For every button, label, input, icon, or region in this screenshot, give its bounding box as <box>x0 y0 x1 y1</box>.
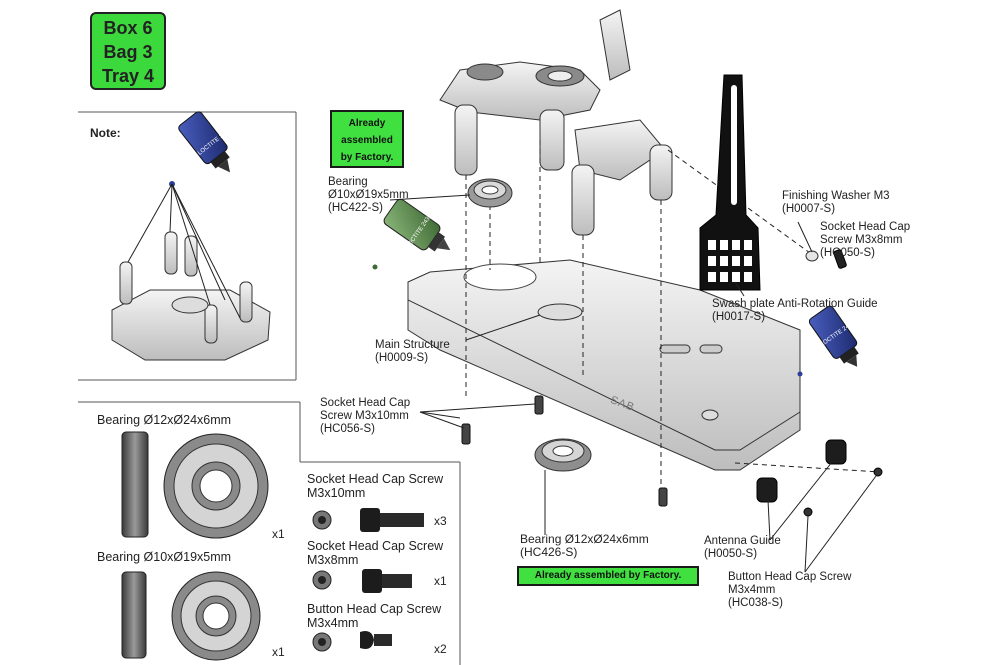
callout-swash-guide-line1: Swash plate Anti-Rotation Guide <box>712 298 878 310</box>
factory-note-top: Already assembled by Factory. <box>330 110 404 168</box>
hw-screw-m3x10-title1: Socket Head Cap Screw <box>307 472 444 486</box>
callout-swash-guide: Swash plate Anti-Rotation Guide (H0017-S… <box>712 298 878 324</box>
hw-bearing-12-qty: x1 <box>272 527 285 541</box>
callout-finishing-washer: Finishing Washer M3 (H0007-S) <box>782 190 890 216</box>
note-panel-frame <box>78 111 297 381</box>
callout-finishing-washer-line1: Finishing Washer M3 <box>782 190 890 202</box>
hw-bearing-12-face <box>163 433 269 539</box>
factory-note-bottom: Already assembled by Factory. <box>517 566 699 586</box>
callout-antenna-guide: Antenna Guide (H0050-S) <box>704 535 781 561</box>
washer-screw-right <box>805 249 847 269</box>
callout-bearing-bottom-line2: (HC426-S) <box>520 545 578 559</box>
hw-screw-m3x8-title: Socket Head Cap Screw M3x8mm <box>307 539 443 567</box>
callout-socket-m3x8-line2: Screw M3x8mm <box>820 234 903 246</box>
callout-swash-guide-line2: (H0017-S) <box>712 311 766 323</box>
hw-screw-button-qty: x2 <box>434 642 447 656</box>
bag-label: Bag 3 <box>103 42 153 62</box>
swash-guide-part <box>699 74 761 291</box>
hw-bearing-10-qty: x1 <box>272 645 285 659</box>
callout-socket-m3x8-line1: Socket Head Cap <box>820 221 911 233</box>
upper-structure-drawing <box>439 9 673 236</box>
m3x10-screws <box>461 395 668 507</box>
callout-bearing-top-line2: Ø10xØ19x5mm <box>328 189 409 201</box>
callout-bearing-top-line1: Bearing <box>328 176 368 188</box>
loctite-bottle-right-icon <box>797 305 859 377</box>
hw-screw-m3x8-title2: M3x8mm <box>307 553 359 567</box>
callout-bearing-bottom: Bearing Ø12xØ24x6mm (HC426-S) <box>520 533 649 559</box>
callout-socket-m3x10-line3: (HC056-S) <box>320 423 375 435</box>
callout-antenna-guide-line1: Antenna Guide <box>704 535 781 547</box>
note-frame-drawing <box>111 183 271 361</box>
bearing-bottom-part <box>534 438 592 472</box>
callout-button-m3x4-line1: Button Head Cap Screw <box>728 571 852 583</box>
callout-main-structure: Main Structure (H0009-S) <box>375 339 450 365</box>
factory-note-top-line2: assembled <box>341 135 393 146</box>
hw-bearing-10-face <box>171 571 261 661</box>
callout-button-m3x4-line3: (HC038-S) <box>728 597 783 609</box>
hw-screw-m3x10-icon <box>312 508 424 532</box>
callout-socket-m3x10-line1: Socket Head Cap <box>320 397 411 409</box>
hw-screw-button-icon <box>312 631 392 652</box>
callout-socket-m3x10: Socket Head Cap Screw M3x10mm (HC056-S) <box>320 397 410 436</box>
hw-screw-m3x10-qty: x3 <box>434 514 447 528</box>
callout-bearing-bottom-line1: Bearing Ø12xØ24x6mm <box>520 532 649 546</box>
hw-bearing-10-title: Bearing Ø10xØ19x5mm <box>97 550 232 564</box>
callout-finishing-washer-line2: (H0007-S) <box>782 203 836 215</box>
callout-socket-m3x8: Socket Head Cap Screw M3x8mm (HC050-S) <box>820 221 910 260</box>
hw-bearing-12-title: Bearing Ø12xØ24x6mm <box>97 413 232 427</box>
hw-screw-button-title2: M3x4mm <box>307 616 359 630</box>
callout-socket-m3x8-line3: (HC050-S) <box>820 247 875 259</box>
alignment-lines <box>465 140 881 490</box>
callout-socket-m3x10-line2: Screw M3x10mm <box>320 410 409 422</box>
box-label: Box 6 <box>103 18 153 38</box>
hw-screw-m3x10-title2: M3x10mm <box>307 486 366 500</box>
bearing-top-part <box>467 178 513 208</box>
callout-main-structure-line2: (H0009-S) <box>375 352 429 364</box>
loctite-bottle-mid-icon <box>372 198 451 270</box>
hw-bearing-12-side <box>121 431 149 538</box>
hardware-list-frame <box>78 401 461 665</box>
callout-bearing-top-line3: (HC422-S) <box>328 202 383 214</box>
hw-screw-m3x8-title1: Socket Head Cap Screw <box>307 539 444 553</box>
box-bag-tray-tag: Box 6 Bag 3 Tray 4 <box>90 12 166 90</box>
hw-screw-m3x10-title: Socket Head Cap Screw M3x10mm <box>307 472 443 500</box>
antenna-guide-parts <box>756 439 883 517</box>
note-title: Note: <box>90 126 121 140</box>
callout-button-m3x4: Button Head Cap Screw M3x4mm (HC038-S) <box>728 571 851 610</box>
callout-antenna-guide-line2: (H0050-S) <box>704 548 758 560</box>
callout-button-m3x4-line2: M3x4mm <box>728 584 776 596</box>
factory-note-top-line1: Already <box>348 118 386 129</box>
main-frame-drawing <box>407 259 801 471</box>
factory-note-top-line3: by Factory. <box>340 152 394 163</box>
hw-screw-button-title1: Button Head Cap Screw <box>307 602 442 616</box>
callout-bearing-top: Bearing Ø10xØ19x5mm (HC422-S) <box>328 176 409 215</box>
leader-lines <box>389 194 877 573</box>
hw-bearing-10-side <box>121 571 147 659</box>
hw-screw-m3x8-qty: x1 <box>434 574 447 588</box>
callout-main-structure-line1: Main Structure <box>375 339 450 351</box>
hw-screw-button-title: Button Head Cap Screw M3x4mm <box>307 602 441 630</box>
note-bottle-icon <box>169 111 231 187</box>
hw-screw-m3x8-icon <box>312 569 412 593</box>
tray-label: Tray 4 <box>101 66 155 86</box>
